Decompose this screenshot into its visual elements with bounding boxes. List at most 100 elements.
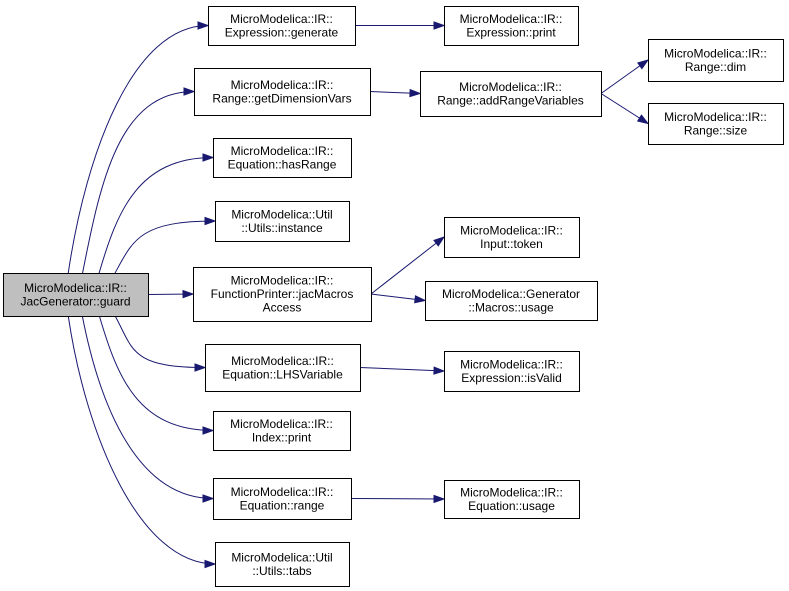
node-label-line: ::Utils::instance: [241, 221, 323, 235]
node-range_getdimvars[interactable]: MicroModelica::IR::Range::getDimensionVa…: [194, 68, 371, 116]
arrowhead-icon: [204, 216, 217, 226]
node-label-line: ::Utils::tabs: [252, 564, 311, 578]
node-index_print[interactable]: MicroModelica::IR::Index::print: [213, 411, 351, 451]
node-label-line: Index::print: [252, 430, 312, 444]
node-label-line: ::Macros::usage: [468, 300, 554, 314]
node-box: [420, 71, 602, 117]
node-eq_usage[interactable]: MicroModelica::IR::Equation::usage: [444, 480, 580, 519]
node-box: [648, 39, 784, 82]
edge-guard-to-utils_instance: [114, 216, 217, 274]
node-label-line: MicroModelica::Generator: [442, 287, 580, 301]
edge-line: [81, 315, 214, 499]
arrowhead-icon: [204, 559, 217, 569]
node-label-line: Equation::usage: [468, 499, 555, 513]
edge-line: [98, 157, 214, 274]
node-box: [213, 478, 352, 520]
node-box: [444, 6, 579, 46]
arrowhead-icon: [183, 87, 196, 96]
edge-guard-to-expr_generate: [67, 21, 210, 274]
node-box: [648, 103, 784, 145]
edge-line: [370, 236, 445, 295]
node-box: [3, 273, 149, 317]
edge-line: [114, 315, 206, 368]
node-label-line: MicroModelica::IR::: [230, 12, 333, 26]
arrowhead-icon: [433, 236, 446, 247]
node-label-line: Equation::LHSVariable: [222, 367, 343, 381]
arrowhead-icon: [202, 494, 215, 503]
arrowhead-icon: [637, 59, 650, 70]
node-label-line: MicroModelica::IR::: [460, 12, 563, 26]
node-box: [213, 138, 352, 178]
node-macros_usage[interactable]: MicroModelica::Generator::Macros::usage: [425, 281, 598, 321]
edge-guard-to-fp_jacmacros: [147, 289, 195, 299]
arrowhead-icon: [182, 289, 195, 299]
node-box: [208, 6, 356, 46]
node-label-line: Input::token: [480, 237, 543, 251]
node-label-line: MicroModelica::IR::: [231, 78, 334, 92]
node-range_size[interactable]: MicroModelica::IR::Range::size: [648, 103, 784, 145]
edge-guard-to-eq_hasrange: [98, 153, 215, 274]
node-label-line: Range::getDimensionVars: [212, 91, 351, 105]
node-eq_range[interactable]: MicroModelica::IR::Equation::range: [213, 478, 352, 520]
node-label-line: JacGenerator::guard: [20, 294, 130, 308]
node-label-line: MicroModelica::IR::: [231, 485, 334, 499]
node-eq_lhsvar[interactable]: MicroModelica::IR::Equation::LHSVariable: [205, 344, 361, 392]
edge-line: [350, 498, 445, 500]
edge-line: [67, 315, 216, 565]
edge-line: [98, 315, 214, 431]
node-box: [444, 351, 580, 392]
arrowhead-icon: [409, 88, 422, 98]
node-label-line: FunctionPrinter::jacMacros: [211, 287, 354, 301]
arrowhead-icon: [433, 494, 446, 504]
node-label-line: Range::size: [684, 123, 748, 137]
node-box: [425, 281, 598, 321]
node-label-line: Expression::isValid: [461, 371, 562, 385]
edge-eq_range-to-eq_usage: [350, 494, 446, 504]
node-label-line: Equation::range: [240, 498, 325, 512]
node-utils_tabs[interactable]: MicroModelica::Util::Utils::tabs: [215, 542, 350, 587]
edge-range_getdimvars-to-range_addrangevars: [369, 88, 422, 98]
node-label-line: Range::dim: [685, 60, 746, 74]
arrowhead-icon: [202, 426, 215, 435]
edge-guard-to-eq_lhsvar: [114, 315, 207, 372]
node-box: [193, 267, 372, 322]
node-label-line: MicroModelica::IR::: [231, 354, 334, 368]
edge-guard-to-eq_range: [81, 315, 215, 503]
arrowhead-icon: [636, 114, 650, 125]
node-expr_print[interactable]: MicroModelica::IR::Expression::print: [444, 6, 579, 46]
edge-line: [82, 91, 195, 274]
node-box: [194, 68, 371, 116]
edge-line: [114, 220, 216, 274]
node-label-line: MicroModelica::Util: [231, 550, 332, 564]
node-guard[interactable]: MicroModelica::IR::JacGenerator::guard: [3, 273, 149, 317]
node-label-line: MicroModelica::IR::: [460, 485, 563, 499]
node-box: [213, 411, 351, 451]
arrowhead-icon: [414, 295, 427, 304]
arrowhead-icon: [202, 153, 215, 162]
node-box: [444, 217, 580, 258]
edge-expr_generate-to-expr_print: [355, 21, 446, 30]
node-range_addrangevars[interactable]: MicroModelica::IR::Range::addRangeVariab…: [420, 71, 602, 117]
edge-fp_jacmacros-to-macros_usage: [370, 293, 427, 304]
edge-fp_jacmacros-to-input_token: [370, 236, 446, 295]
node-label-line: MicroModelica::IR::: [460, 223, 563, 237]
node-label-line: MicroModelica::IR::: [24, 281, 127, 295]
node-input_token[interactable]: MicroModelica::IR::Input::token: [444, 217, 580, 258]
node-utils_instance[interactable]: MicroModelica::Util::Utils::instance: [215, 201, 350, 242]
edge-guard-to-index_print: [98, 315, 215, 435]
node-box: [215, 201, 350, 242]
node-box: [215, 542, 350, 587]
node-label-line: MicroModelica::IR::: [664, 110, 767, 124]
arrowhead-icon: [197, 21, 210, 30]
node-expr_isvalid[interactable]: MicroModelica::IR::Expression::isValid: [444, 351, 580, 392]
node-range_dim[interactable]: MicroModelica::IR::Range::dim: [648, 39, 784, 82]
node-eq_hasrange[interactable]: MicroModelica::IR::Equation::hasRange: [213, 138, 352, 178]
node-fp_jacmacros[interactable]: MicroModelica::IR::FunctionPrinter::jacM…: [193, 267, 372, 322]
node-expr_generate[interactable]: MicroModelica::IR::Expression::generate: [208, 6, 356, 46]
node-label-line: MicroModelica::Util: [231, 207, 332, 221]
node-label-line: MicroModelica::IR::: [664, 46, 767, 60]
arrowhead-icon: [194, 363, 207, 372]
arrowhead-icon: [433, 366, 446, 375]
arrowhead-icon: [433, 21, 446, 30]
edge-line: [359, 367, 445, 372]
